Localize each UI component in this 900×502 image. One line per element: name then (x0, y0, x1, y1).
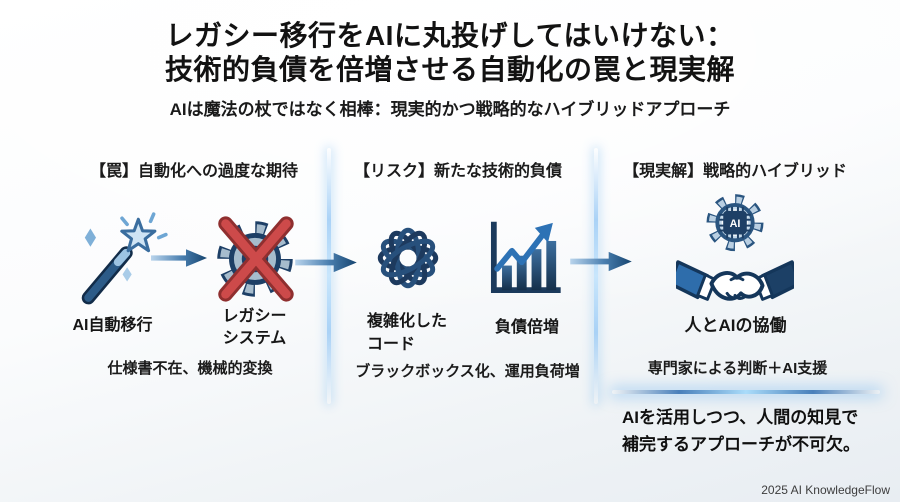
section-caption-solution: 専門家による判断＋AI支援 (647, 360, 828, 377)
page-title: レガシー移行をAIに丸投げしてはいけない： 技術的負債を倍増させる自動化の罠と現… (0, 19, 900, 87)
ai-chip-icon: AI (719, 206, 751, 239)
title-line-2: 技術的負債を倍増させる自動化の罠と現実解 (164, 54, 735, 85)
section-header-solution: 【現実解】戦略的ハイブリッド (623, 163, 847, 180)
page-subtitle: AIは魔法の杖ではなく相棒：現実的かつ戦略的なハイブリッドアプローチ (169, 100, 731, 119)
icon-label-complex-code: 複雑化した コード (367, 313, 448, 353)
arrow-right-icon (295, 250, 357, 275)
icon-label-ai-migration: AI自動移行 (72, 317, 153, 334)
ai-chip-label: AI (730, 218, 741, 230)
red-x-icon (218, 216, 294, 302)
section-header-risk: 【リスク】新たな技術的負債 (353, 163, 562, 180)
icon-label-legacy-system: レガシー システム (222, 308, 287, 347)
arrow-right-icon (570, 249, 632, 274)
human-ai-handshake-icon: AI (676, 194, 794, 328)
magic-wand-icon (70, 206, 172, 308)
title-line-1: レガシー移行をAIに丸投げしてはいけない： (165, 20, 735, 51)
tangled-code-icon (366, 216, 450, 300)
footer-credit: 2025 AI KnowledgeFlow (761, 483, 890, 497)
vertical-divider-2 (594, 148, 598, 404)
section-caption-trap: 仕様書不在、機械的変換 (107, 360, 273, 377)
horizontal-glow-divider (612, 390, 880, 394)
arrow-right-icon (151, 246, 207, 270)
section-caption-risk: ブラックボックス化、運用負荷増 (355, 363, 580, 380)
icon-label-human-ai-collaboration: 人とAIの協働 (684, 316, 787, 335)
vertical-divider-1 (327, 148, 331, 404)
section-header-trap: 【罠】自動化への過度な期待 (89, 163, 298, 180)
icon-label-debt-double: 負債倍増 (494, 319, 559, 336)
debt-growth-chart-icon (484, 218, 566, 300)
legacy-gear-crossed-icon (206, 208, 304, 306)
solution-note: AIを活用しつつ、人間の知見で 補完するアプローチが不可欠。 (622, 408, 860, 454)
